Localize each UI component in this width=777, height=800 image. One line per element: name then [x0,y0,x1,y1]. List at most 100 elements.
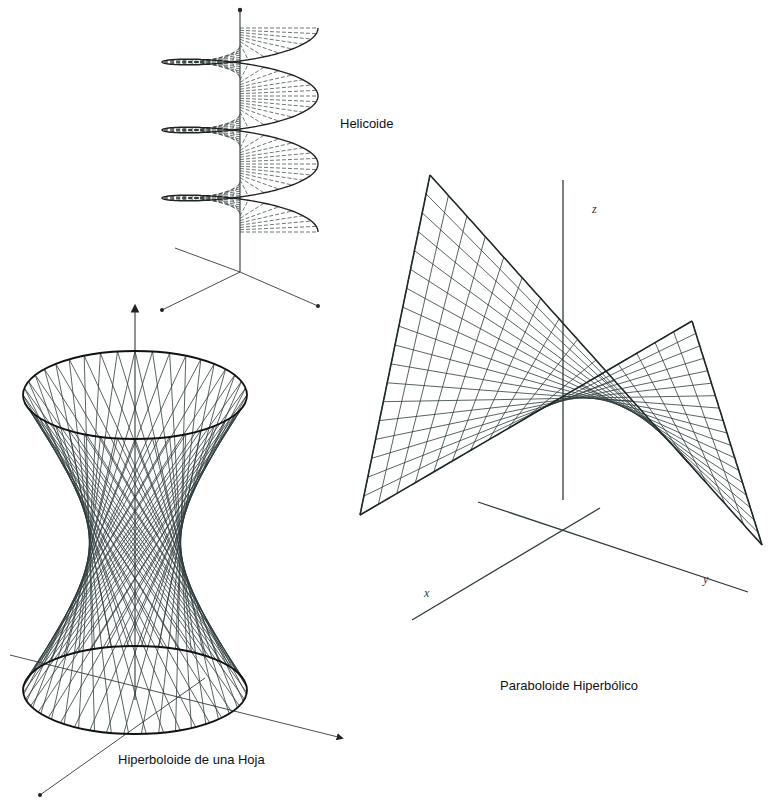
ruling-line [240,203,264,218]
ruling-line [240,98,316,101]
ruling-line [232,46,240,62]
ruling-line [159,359,201,733]
ruling-line [430,175,762,545]
rim-ellipse [23,351,247,439]
ruling-line [240,135,264,150]
ruling-line [240,85,311,92]
axis-line [240,272,318,306]
axis-line [412,508,600,620]
ruling-line [29,381,181,730]
ruling-line [69,359,246,694]
ruling-line [452,278,522,461]
ruling-line [240,171,303,180]
ruling-line [240,139,279,153]
ruling-line [372,358,704,458]
ruling-line [426,194,758,533]
ruling-line [240,96,318,97]
ruling-line [33,353,170,708]
ruling-line [35,375,239,674]
ruling-line [240,67,264,82]
ruling-line [240,232,318,233]
ruling-line [74,388,245,727]
ruling-line [35,415,239,706]
axis-line [478,502,748,592]
ruling-line [397,216,467,493]
ruling-line [48,388,245,662]
surface-name: Helicoide [340,116,393,132]
ruling-line [106,375,234,733]
axis-line [40,678,205,795]
helicoid-figure [162,8,318,310]
ruling-line [240,75,292,87]
ruling-line [360,175,430,515]
ruling-line [411,269,743,482]
paraboloid-figure [360,175,762,620]
ruling-line [240,226,316,229]
axis-line [562,180,563,500]
ruling-line [84,434,94,649]
axis-line [175,248,240,272]
ruling-line [508,339,578,428]
axis-label: x [424,586,429,600]
ruling-line [100,353,237,708]
ruling-line [434,257,504,472]
ruling-line [240,166,316,169]
ruling-line [153,352,206,725]
ruling-line [240,33,311,40]
ruling-line [27,356,186,701]
ruling-line [240,28,318,29]
ruling-line [240,211,292,223]
ruling-line [240,132,248,148]
boundary-curve [692,321,762,545]
ruling-line [240,200,248,216]
ruling-line [240,143,292,155]
hyperboloid-figure [10,306,342,795]
ruling-line [240,221,311,228]
ruling-line [26,421,226,699]
ruling-line [124,369,226,734]
ruling-line [240,103,303,112]
ruling-line [240,71,279,85]
axis-line [134,306,135,700]
boundary-curve [360,175,430,515]
ruling-line [240,164,318,165]
ruling-line [240,30,316,33]
ruling-line [56,364,247,688]
ruling-line [240,207,279,221]
axis-line [162,272,240,310]
boundary-curve [430,175,762,545]
ruling-line [415,237,485,483]
helix-curve [162,28,318,232]
ruling-line [240,90,316,93]
ruling-line [240,35,303,44]
axis-end [238,8,242,12]
ruling-line [118,352,230,714]
ruling-line [399,326,731,445]
ruling-line [240,169,311,176]
ruling-line [232,182,240,198]
ruling-line [24,388,221,662]
ruling-line [56,364,129,734]
ruling-line [692,321,762,545]
boundary-curve [360,321,692,515]
ruling-line [29,381,232,668]
ruling-line [240,153,311,160]
ruling-line [26,369,226,681]
ruling-line [84,356,243,701]
ruling-line [407,288,739,470]
ruling-line [414,251,746,496]
axis-label: z [592,202,597,216]
ruling-line [56,426,247,692]
ruling-line [24,402,195,653]
axis-label: y [703,572,708,586]
ruling-line [422,213,754,520]
ruling-line [69,359,111,733]
ruling-line [378,196,448,505]
ruling-line [240,158,316,161]
surface-name: Hiperboloide de una Hoja [118,752,265,768]
surface-name: Paraboloide Hiperbólico [500,678,638,694]
ruling-line [232,114,240,130]
ruling-line [44,421,146,646]
ruling-line [141,364,214,734]
